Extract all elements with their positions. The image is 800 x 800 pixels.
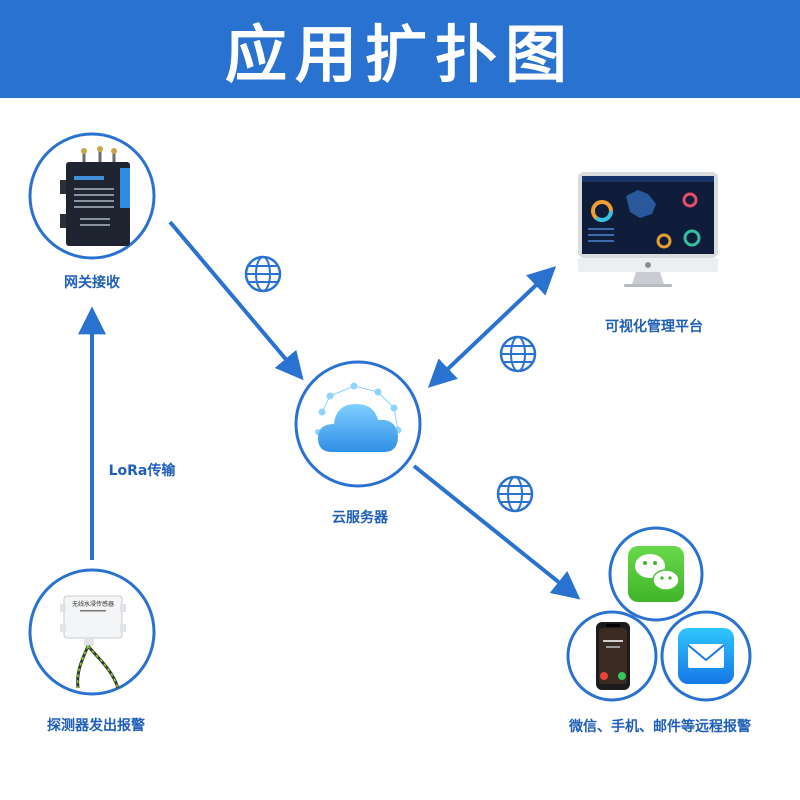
gateway-device-icon [60,146,130,246]
lora-link-label: LoRa传输 [108,463,176,479]
cloud-server-label: 云服务器 [332,510,388,526]
sensor-device-text: 无线水浸传感器 [72,600,114,608]
cloud-icon [318,404,398,452]
detector-node: 无线水浸传感器 [28,568,156,696]
mobile-phone-icon [596,622,630,690]
globe-icon [496,475,534,513]
platform-monitor-icon [578,172,718,287]
wechat-node [608,526,704,622]
network-dots-icon [315,382,402,435]
mail-node [660,610,752,702]
connector-cloud-platform [427,266,557,388]
globe-icon [499,335,537,373]
gateway-node [28,132,156,260]
gateway-label: 网关接收 [64,275,120,291]
page-title: 应用扩扑图 [224,18,575,91]
header-banner: 应用扩扑图 [0,0,800,98]
connector-gateway-to-cloud [168,220,304,381]
globe-icon [244,255,282,293]
water-leak-sensor-icon: 无线水浸传感器 [60,595,126,689]
phone-node [566,610,658,702]
cloud-server-node [294,360,422,488]
platform-label: 可视化管理平台 [605,319,703,335]
remote-alerts-label: 微信、手机、邮件等远程报警 [569,719,751,735]
connector-cloud-to-alerts [412,464,581,600]
detector-label: 探测器发出报警 [47,718,145,734]
